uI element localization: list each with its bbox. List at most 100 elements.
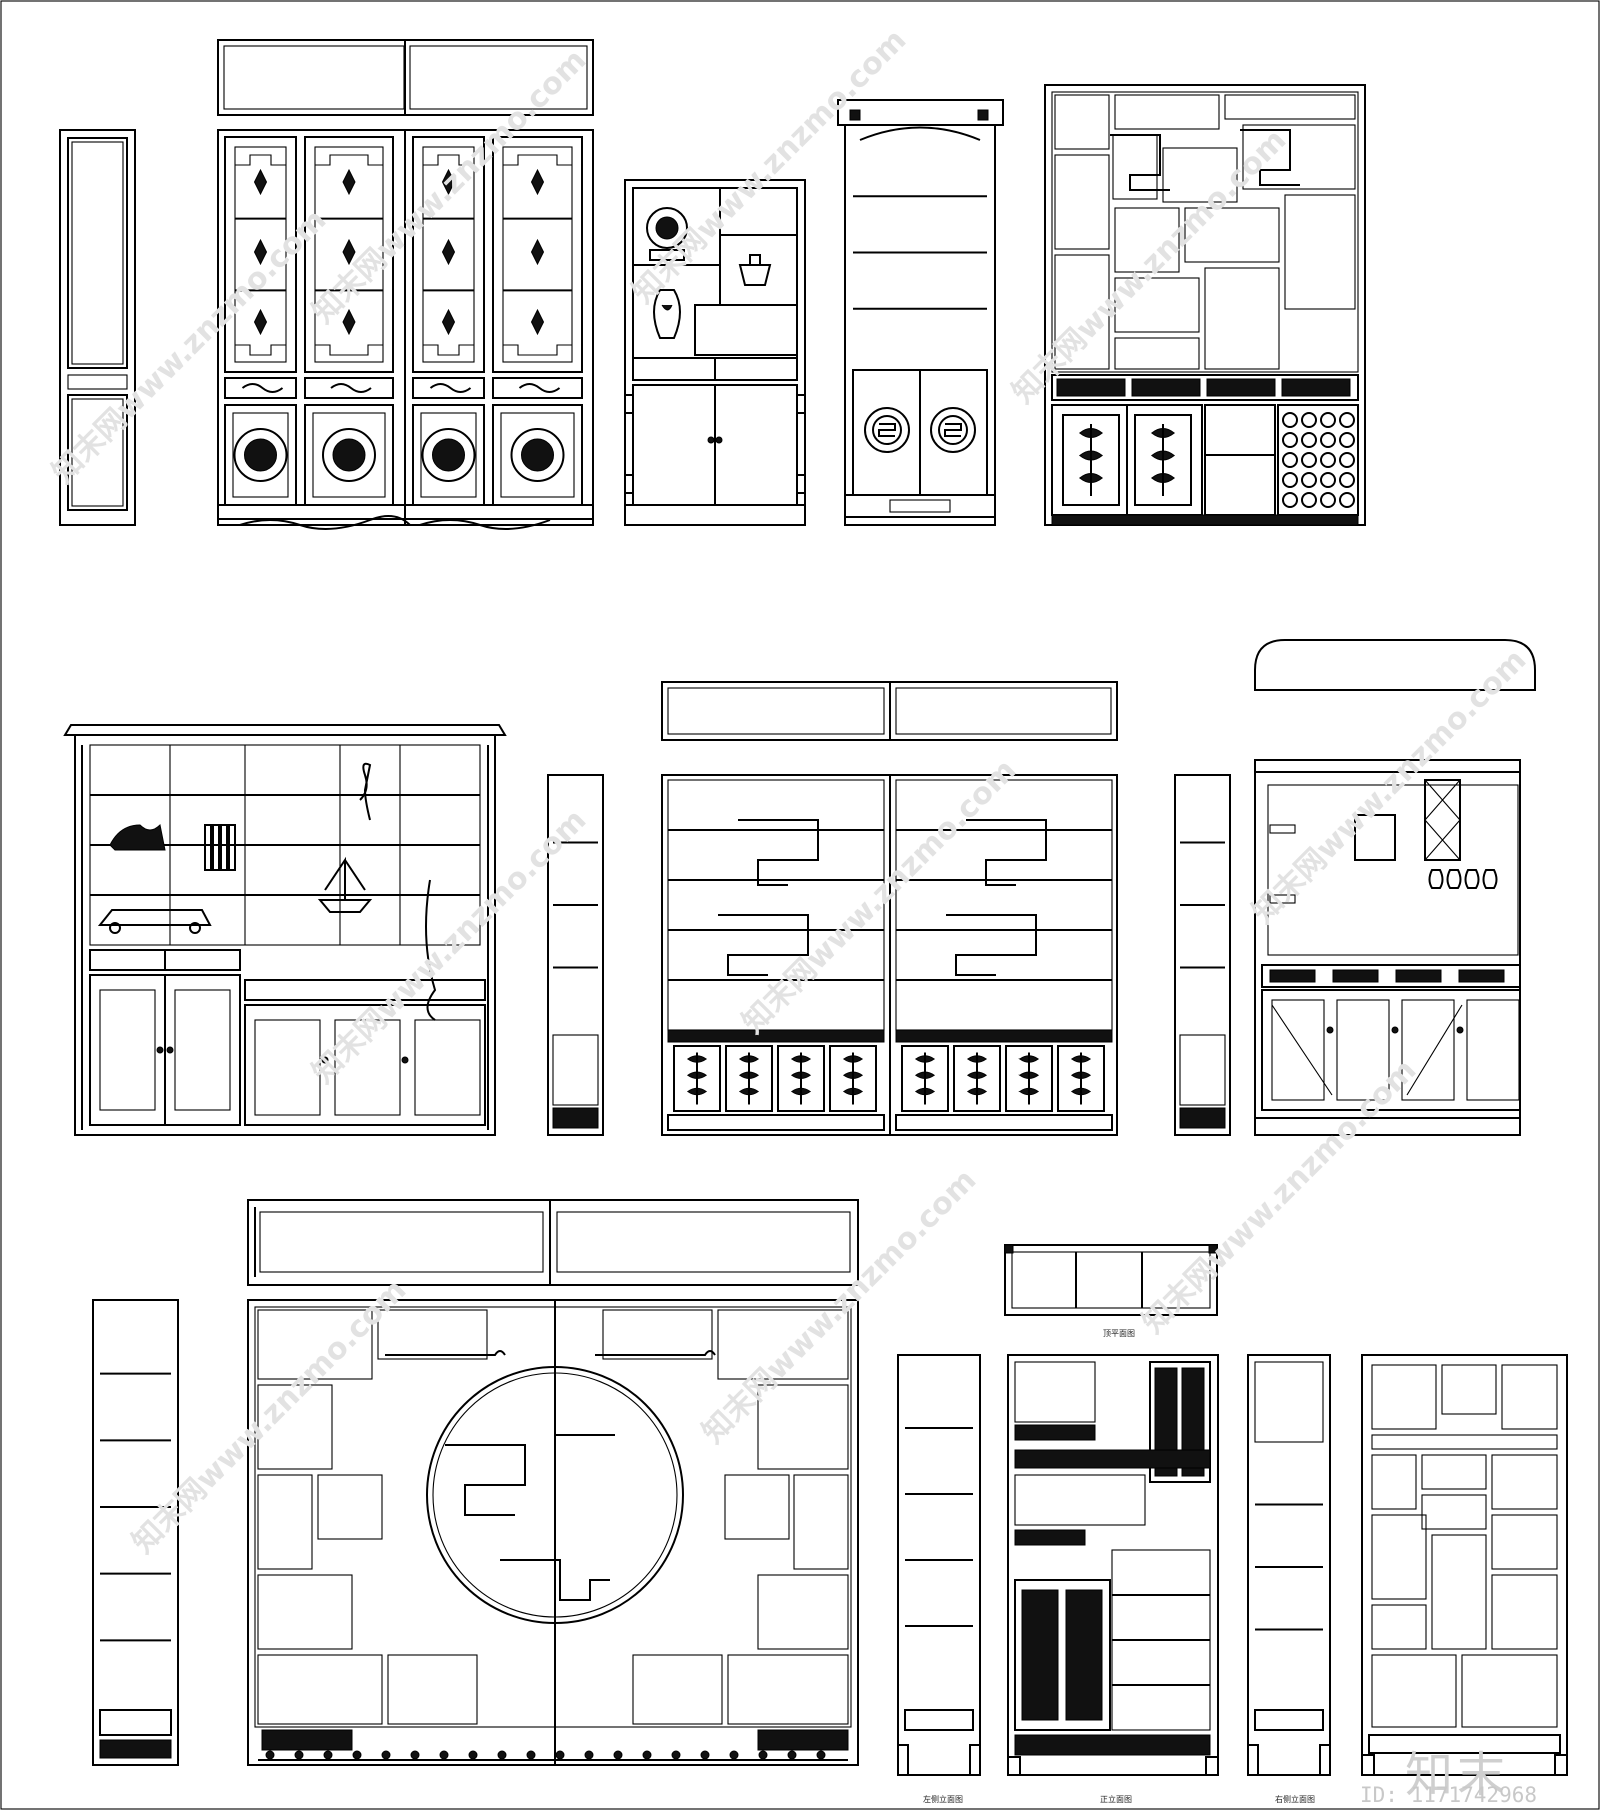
cell-5 (757, 1384, 849, 1470)
top-r (895, 687, 1112, 735)
lozenge (253, 168, 268, 196)
label-top-panel: 顶平面图 (1103, 1329, 1135, 1338)
moon-gate (426, 1366, 684, 1624)
carved-panel (901, 1045, 949, 1112)
apron (904, 1709, 974, 1731)
legs (1007, 1756, 1219, 1775)
drawer-pull (1269, 969, 1316, 983)
lozenge (253, 238, 268, 266)
shelf-cell-0 (1054, 94, 1110, 150)
frieze-panel-0 (1056, 378, 1126, 397)
upper-panel-inner (71, 141, 124, 365)
carved-rosette (584, 1750, 594, 1760)
wine-glass (1446, 869, 1462, 889)
shelf-area (1051, 91, 1359, 373)
knob (1391, 1026, 1399, 1034)
carved-panel (777, 1045, 825, 1112)
fret-top (423, 154, 474, 166)
shelf-cell-1 (1114, 94, 1220, 130)
cornice (1254, 759, 1521, 773)
fret-lower (718, 914, 809, 976)
plinth (844, 494, 996, 518)
cell-4 (1371, 1454, 1417, 1510)
open (1014, 1474, 1146, 1526)
carved-door-l (1062, 414, 1120, 506)
shelf-cell-8 (1184, 207, 1280, 263)
apron (1254, 1709, 1324, 1731)
cell-1 (377, 1309, 488, 1360)
censer (738, 254, 772, 286)
medallion-2 (421, 428, 476, 482)
crane-figure (359, 762, 372, 821)
medallion (930, 407, 976, 453)
medallion-0 (233, 428, 288, 482)
fret (944, 423, 962, 437)
plate-stand (649, 249, 685, 261)
fret-upper (966, 819, 1047, 886)
lattice (1424, 779, 1461, 861)
drawer-pull (1332, 969, 1379, 983)
shelf-area (254, 1306, 852, 1728)
wine-slot (1339, 492, 1355, 508)
cell-0 (1371, 1364, 1437, 1430)
wall-shelf (1269, 894, 1296, 904)
wine-slot (1320, 432, 1336, 448)
wine-rack (1277, 404, 1359, 516)
corner (1004, 1244, 1014, 1254)
shelf-cell-4 (1242, 124, 1356, 190)
carved-rosette (265, 1750, 275, 1760)
carved-rosette (468, 1750, 478, 1760)
id-text: ID: 1171742968 (1360, 1783, 1538, 1807)
shelf-cell-11 (1284, 194, 1356, 310)
knob (707, 436, 715, 444)
niche (1014, 1361, 1096, 1423)
lower-panel (1179, 1034, 1226, 1106)
frame (624, 179, 806, 526)
door-panel (414, 1019, 481, 1116)
door-panel (1271, 999, 1325, 1101)
corner (849, 109, 861, 121)
carving (1154, 1367, 1178, 1477)
carved-rosette (497, 1750, 507, 1760)
corner (1208, 1244, 1218, 1254)
cell-0 (257, 1309, 373, 1380)
drawer-2 (412, 377, 485, 399)
carved-door (1014, 1579, 1111, 1731)
hinge (624, 474, 634, 494)
carved-rosette (671, 1750, 681, 1760)
lozenge (342, 168, 356, 196)
frame (1004, 1244, 1218, 1316)
cell-7 (793, 1474, 849, 1570)
cell-11 (387, 1654, 478, 1725)
knob (156, 1046, 164, 1054)
label-left-side: 左侧立面图 (923, 1795, 963, 1804)
carving-l (1021, 1589, 1059, 1721)
fret-bot (503, 344, 572, 356)
knob (166, 1046, 174, 1054)
wine-slot (1339, 472, 1355, 488)
upper-open (1267, 784, 1519, 956)
drawer-carve (518, 383, 561, 393)
door-panel (174, 989, 231, 1111)
cell-13 (727, 1654, 849, 1725)
lozenge (441, 308, 456, 336)
carved-door-top (1149, 1361, 1211, 1483)
shelf-cell-13 (1114, 337, 1200, 370)
ruyi-scepter (425, 879, 437, 1021)
wine-slot (1282, 492, 1298, 508)
frame (897, 1354, 981, 1776)
plate (646, 207, 688, 249)
book (204, 824, 212, 871)
fret-bot (315, 344, 383, 356)
lattice-1 (314, 146, 384, 363)
lower-door-inner-3 (500, 412, 575, 498)
drawer-carve (429, 383, 472, 393)
lozenge (441, 238, 456, 266)
wine-slot (1320, 472, 1336, 488)
frame (74, 734, 496, 1136)
base-rail (217, 504, 594, 520)
knob (321, 1056, 329, 1064)
carved-panel (1057, 1045, 1105, 1112)
carved-panel (1005, 1045, 1053, 1112)
lozenge (530, 168, 545, 196)
